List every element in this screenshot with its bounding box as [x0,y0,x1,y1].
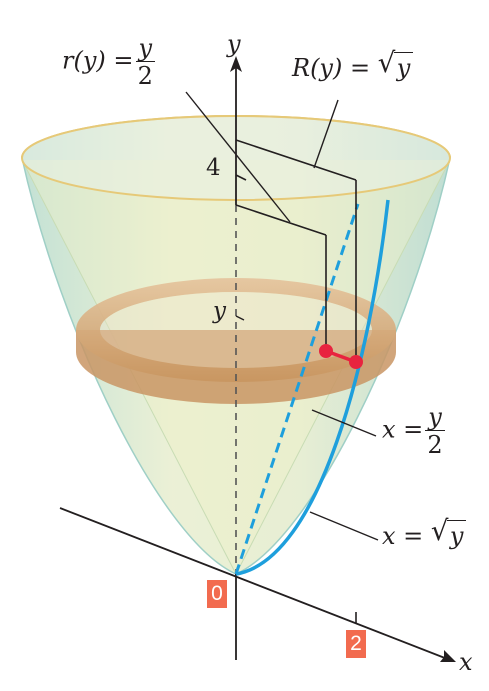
x-axis-arrow [440,650,456,662]
R-of-y-label: R(y) = √y [292,49,414,82]
x-axis [59,507,451,661]
leader-curve-eq [309,511,379,541]
origin-badge: 0 [207,580,227,608]
curve-x-eq-sqrt-y [235,199,390,576]
tick-4 [235,174,247,181]
bracket-r [235,204,327,352]
y-axis-label: y [227,30,241,58]
curve-equation-label: x = √y [382,517,467,550]
line-x-eq-y-over-2 [234,203,360,575]
leader-line-eq [311,409,377,437]
washer [76,278,396,404]
R-lhs: R(y) = [292,54,371,82]
r-lhs: r(y) = [62,46,134,75]
y-axis-arrow [230,56,242,72]
R-rad: y [393,52,414,82]
curve-sqrt: √y [431,517,467,550]
point-inner [319,344,333,358]
tick-y [235,315,245,321]
x-axis-label: x [459,648,473,676]
point-outer [349,355,363,369]
leader-r [185,91,291,223]
curve-lhs: x = [382,522,424,550]
R-sqrt: √y [378,49,414,82]
tick-label-y: y [213,298,226,324]
leader-R [313,99,339,169]
line-den: 2 [427,431,443,459]
line-lhs: x = [382,415,424,444]
r-den: 2 [137,62,153,90]
two-badge: 2 [346,630,366,658]
line-num: y [425,405,445,431]
tick-label-4: 4 [206,155,221,181]
bracket-R [235,139,357,362]
curve-rad: y [446,520,467,550]
r-num: y [135,36,156,62]
